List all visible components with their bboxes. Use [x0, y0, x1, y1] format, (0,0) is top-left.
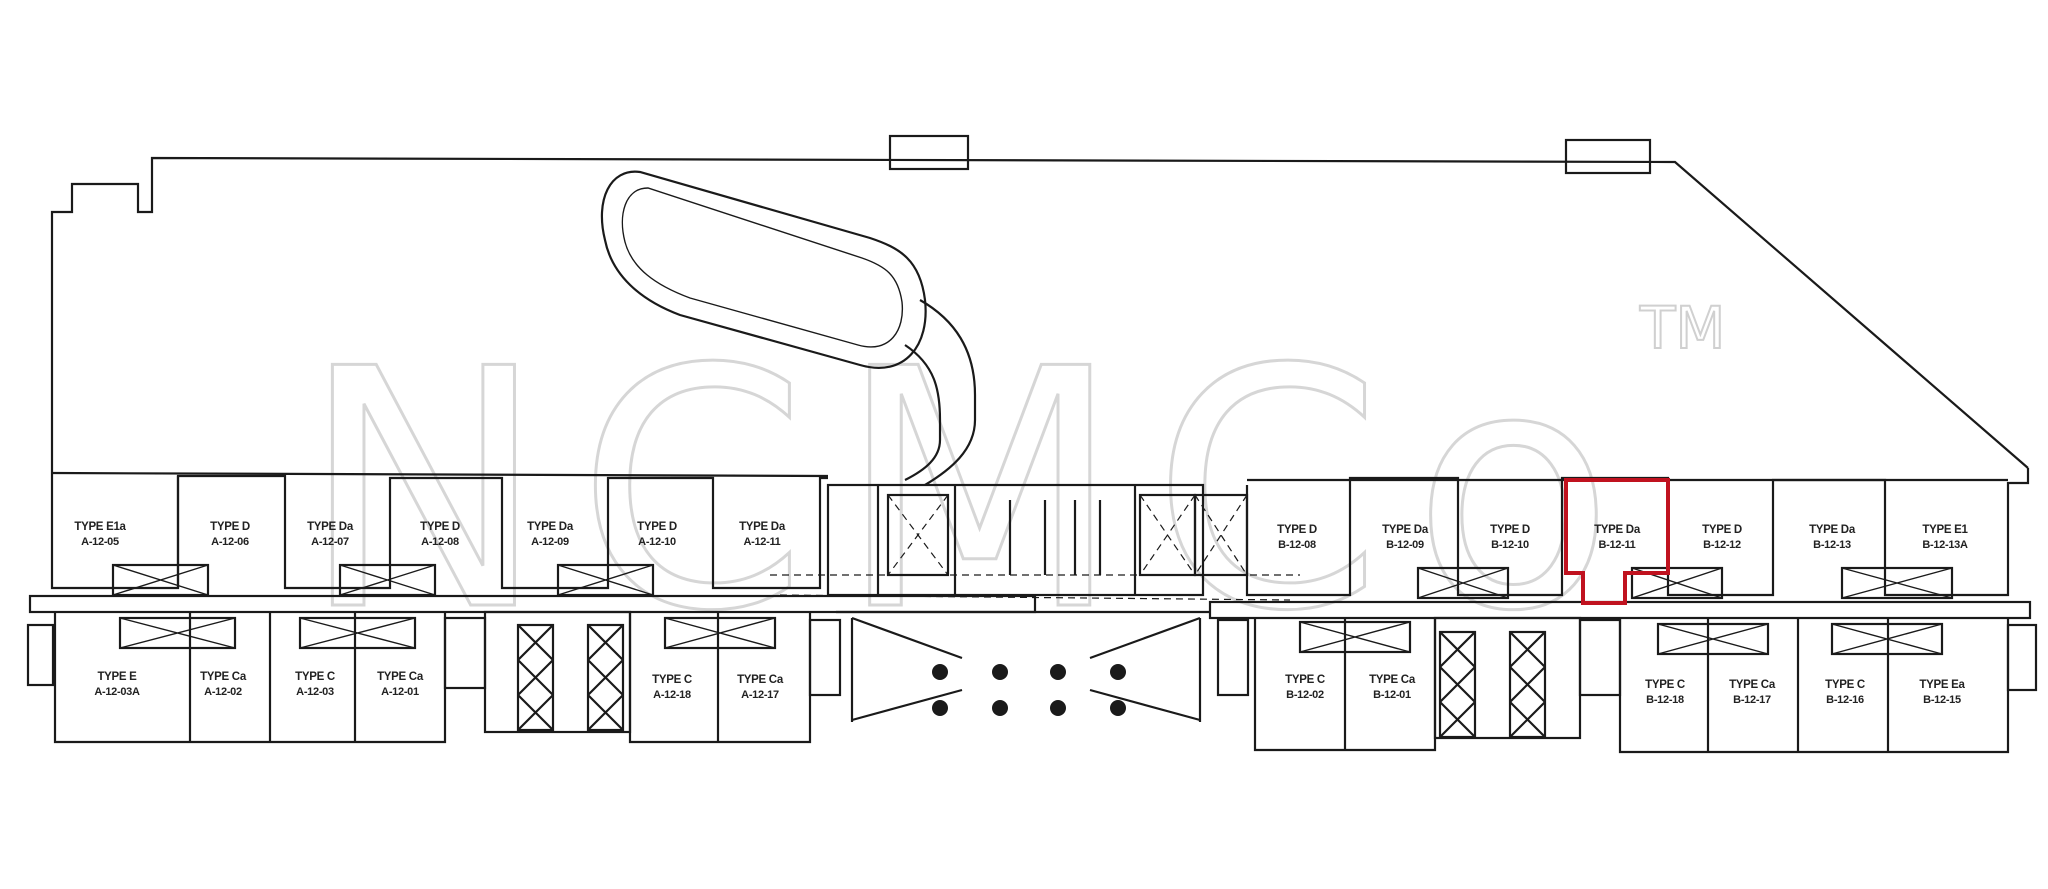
b-wing-lower-units	[1216, 616, 2038, 754]
unit-type-label: TYPE C	[652, 674, 692, 686]
unit-type-label: TYPE Ca	[200, 671, 247, 683]
unit-id-label: B-12-16	[1826, 694, 1864, 706]
unit-id-label: B-12-10	[1491, 539, 1529, 551]
unit-id-label: A-12-02	[204, 686, 242, 698]
unit-type-label: TYPE C	[1285, 674, 1325, 686]
unit-type-label: TYPE Da	[1382, 524, 1429, 536]
unit-id-label: B-12-02	[1286, 689, 1324, 701]
watermark-trademark: TM	[1639, 294, 1725, 362]
unit-id-label: A-12-08	[421, 536, 459, 548]
site-boundary	[50, 134, 2029, 473]
unit-type-label: TYPE D	[420, 521, 460, 533]
unit-type-label: TYPE E1a	[74, 521, 126, 533]
unit-id-label: B-12-08	[1278, 539, 1316, 551]
ramp-loop	[600, 170, 977, 486]
unit-id-label: B-12-18	[1646, 694, 1684, 706]
unit-type-label: TYPE C	[295, 671, 335, 683]
unit-id-label: B-12-09	[1386, 539, 1424, 551]
unit-type-label: TYPE D	[637, 521, 677, 533]
unit-id-label: B-12-13	[1813, 539, 1851, 551]
unit-type-label: TYPE D	[1490, 524, 1530, 536]
unit-type-label: TYPE D	[210, 521, 250, 533]
unit-id-label: A-12-06	[211, 536, 249, 548]
unit-type-label: TYPE Ea	[1919, 679, 1965, 691]
unit-id-label: B-12-13A	[1922, 539, 1968, 551]
unit-type-label: TYPE E1	[1922, 524, 1968, 536]
unit-id-label: A-12-11	[743, 536, 780, 548]
unit-type-label: TYPE Ca	[1729, 679, 1776, 691]
unit-type-label: TYPE Da	[307, 521, 354, 533]
drop-off-plaza	[850, 616, 1202, 722]
unit-id-label: A-12-01	[381, 686, 419, 698]
unit-id-label: A-12-18	[653, 689, 691, 701]
unit-type-label: TYPE Ca	[377, 671, 424, 683]
unit-id-label: B-12-12	[1703, 539, 1741, 551]
unit-id-label: B-12-11	[1598, 539, 1635, 551]
unit-type-label: TYPE D	[1277, 524, 1317, 536]
unit-id-label: B-12-01	[1373, 689, 1411, 701]
watermark-text: NCMCo	[300, 299, 1644, 683]
unit-id-label: A-12-05	[81, 536, 119, 548]
unit-type-label: TYPE Ca	[737, 674, 784, 686]
unit-id-label: B-12-15	[1923, 694, 1961, 706]
highlighted-unit-outline	[1564, 478, 1670, 605]
unit-id-label: A-12-03A	[94, 686, 140, 698]
a-wing-lower-units	[26, 610, 842, 744]
unit-id-label: A-12-03	[296, 686, 334, 698]
unit-id-label: A-12-07	[311, 536, 349, 548]
unit-type-label: TYPE Da	[1594, 524, 1641, 536]
unit-type-label: TYPE E	[97, 671, 137, 683]
unit-type-label: TYPE C	[1825, 679, 1865, 691]
unit-type-label: TYPE Da	[1809, 524, 1856, 536]
unit-type-label: TYPE Ca	[1369, 674, 1416, 686]
unit-type-label: TYPE Da	[527, 521, 574, 533]
unit-id-label: A-12-10	[638, 536, 676, 548]
unit-type-label: TYPE C	[1645, 679, 1685, 691]
unit-id-label: A-12-09	[531, 536, 569, 548]
unit-id-label: B-12-17	[1733, 694, 1771, 706]
central-core	[770, 483, 1300, 601]
unit-id-label: A-12-17	[741, 689, 779, 701]
unit-type-label: TYPE D	[1702, 524, 1742, 536]
unit-type-label: TYPE Da	[739, 521, 786, 533]
